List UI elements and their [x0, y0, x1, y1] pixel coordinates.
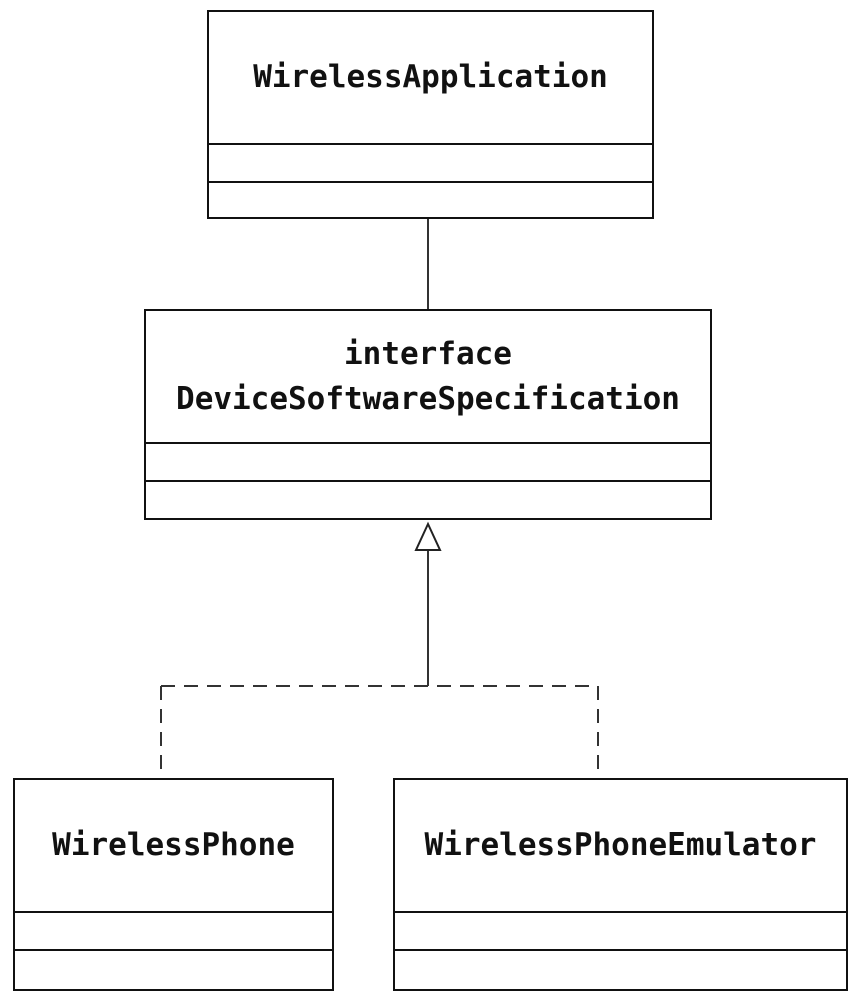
operations-compartment — [15, 949, 332, 989]
class-name-compartment: interface DeviceSoftwareSpecification — [146, 311, 710, 442]
class-box-wireless-phone-emulator: WirelessPhoneEmulator — [393, 778, 848, 991]
attributes-compartment — [395, 911, 846, 949]
attributes-compartment — [146, 442, 710, 480]
realization-arrowhead-icon — [414, 521, 442, 551]
attributes-compartment — [209, 143, 652, 181]
class-name-wireless-phone-emulator: WirelessPhoneEmulator — [424, 827, 817, 864]
class-box-device-software-specification: interface DeviceSoftwareSpecification — [144, 309, 712, 520]
attributes-compartment — [15, 911, 332, 949]
class-box-wireless-phone: WirelessPhone — [13, 778, 334, 991]
operations-compartment — [146, 480, 710, 518]
class-name-compartment: WirelessPhoneEmulator — [395, 780, 846, 911]
class-name-wireless-phone: WirelessPhone — [52, 827, 295, 864]
interface-stereotype-label: interface — [344, 335, 512, 372]
class-name-device-software-specification: DeviceSoftwareSpecification — [176, 380, 680, 417]
class-name-compartment: WirelessApplication — [209, 12, 652, 143]
class-box-wireless-application: WirelessApplication — [207, 10, 654, 219]
operations-compartment — [209, 181, 652, 217]
class-name-compartment: WirelessPhone — [15, 780, 332, 911]
operations-compartment — [395, 949, 846, 989]
class-name-wireless-application: WirelessApplication — [253, 59, 608, 96]
